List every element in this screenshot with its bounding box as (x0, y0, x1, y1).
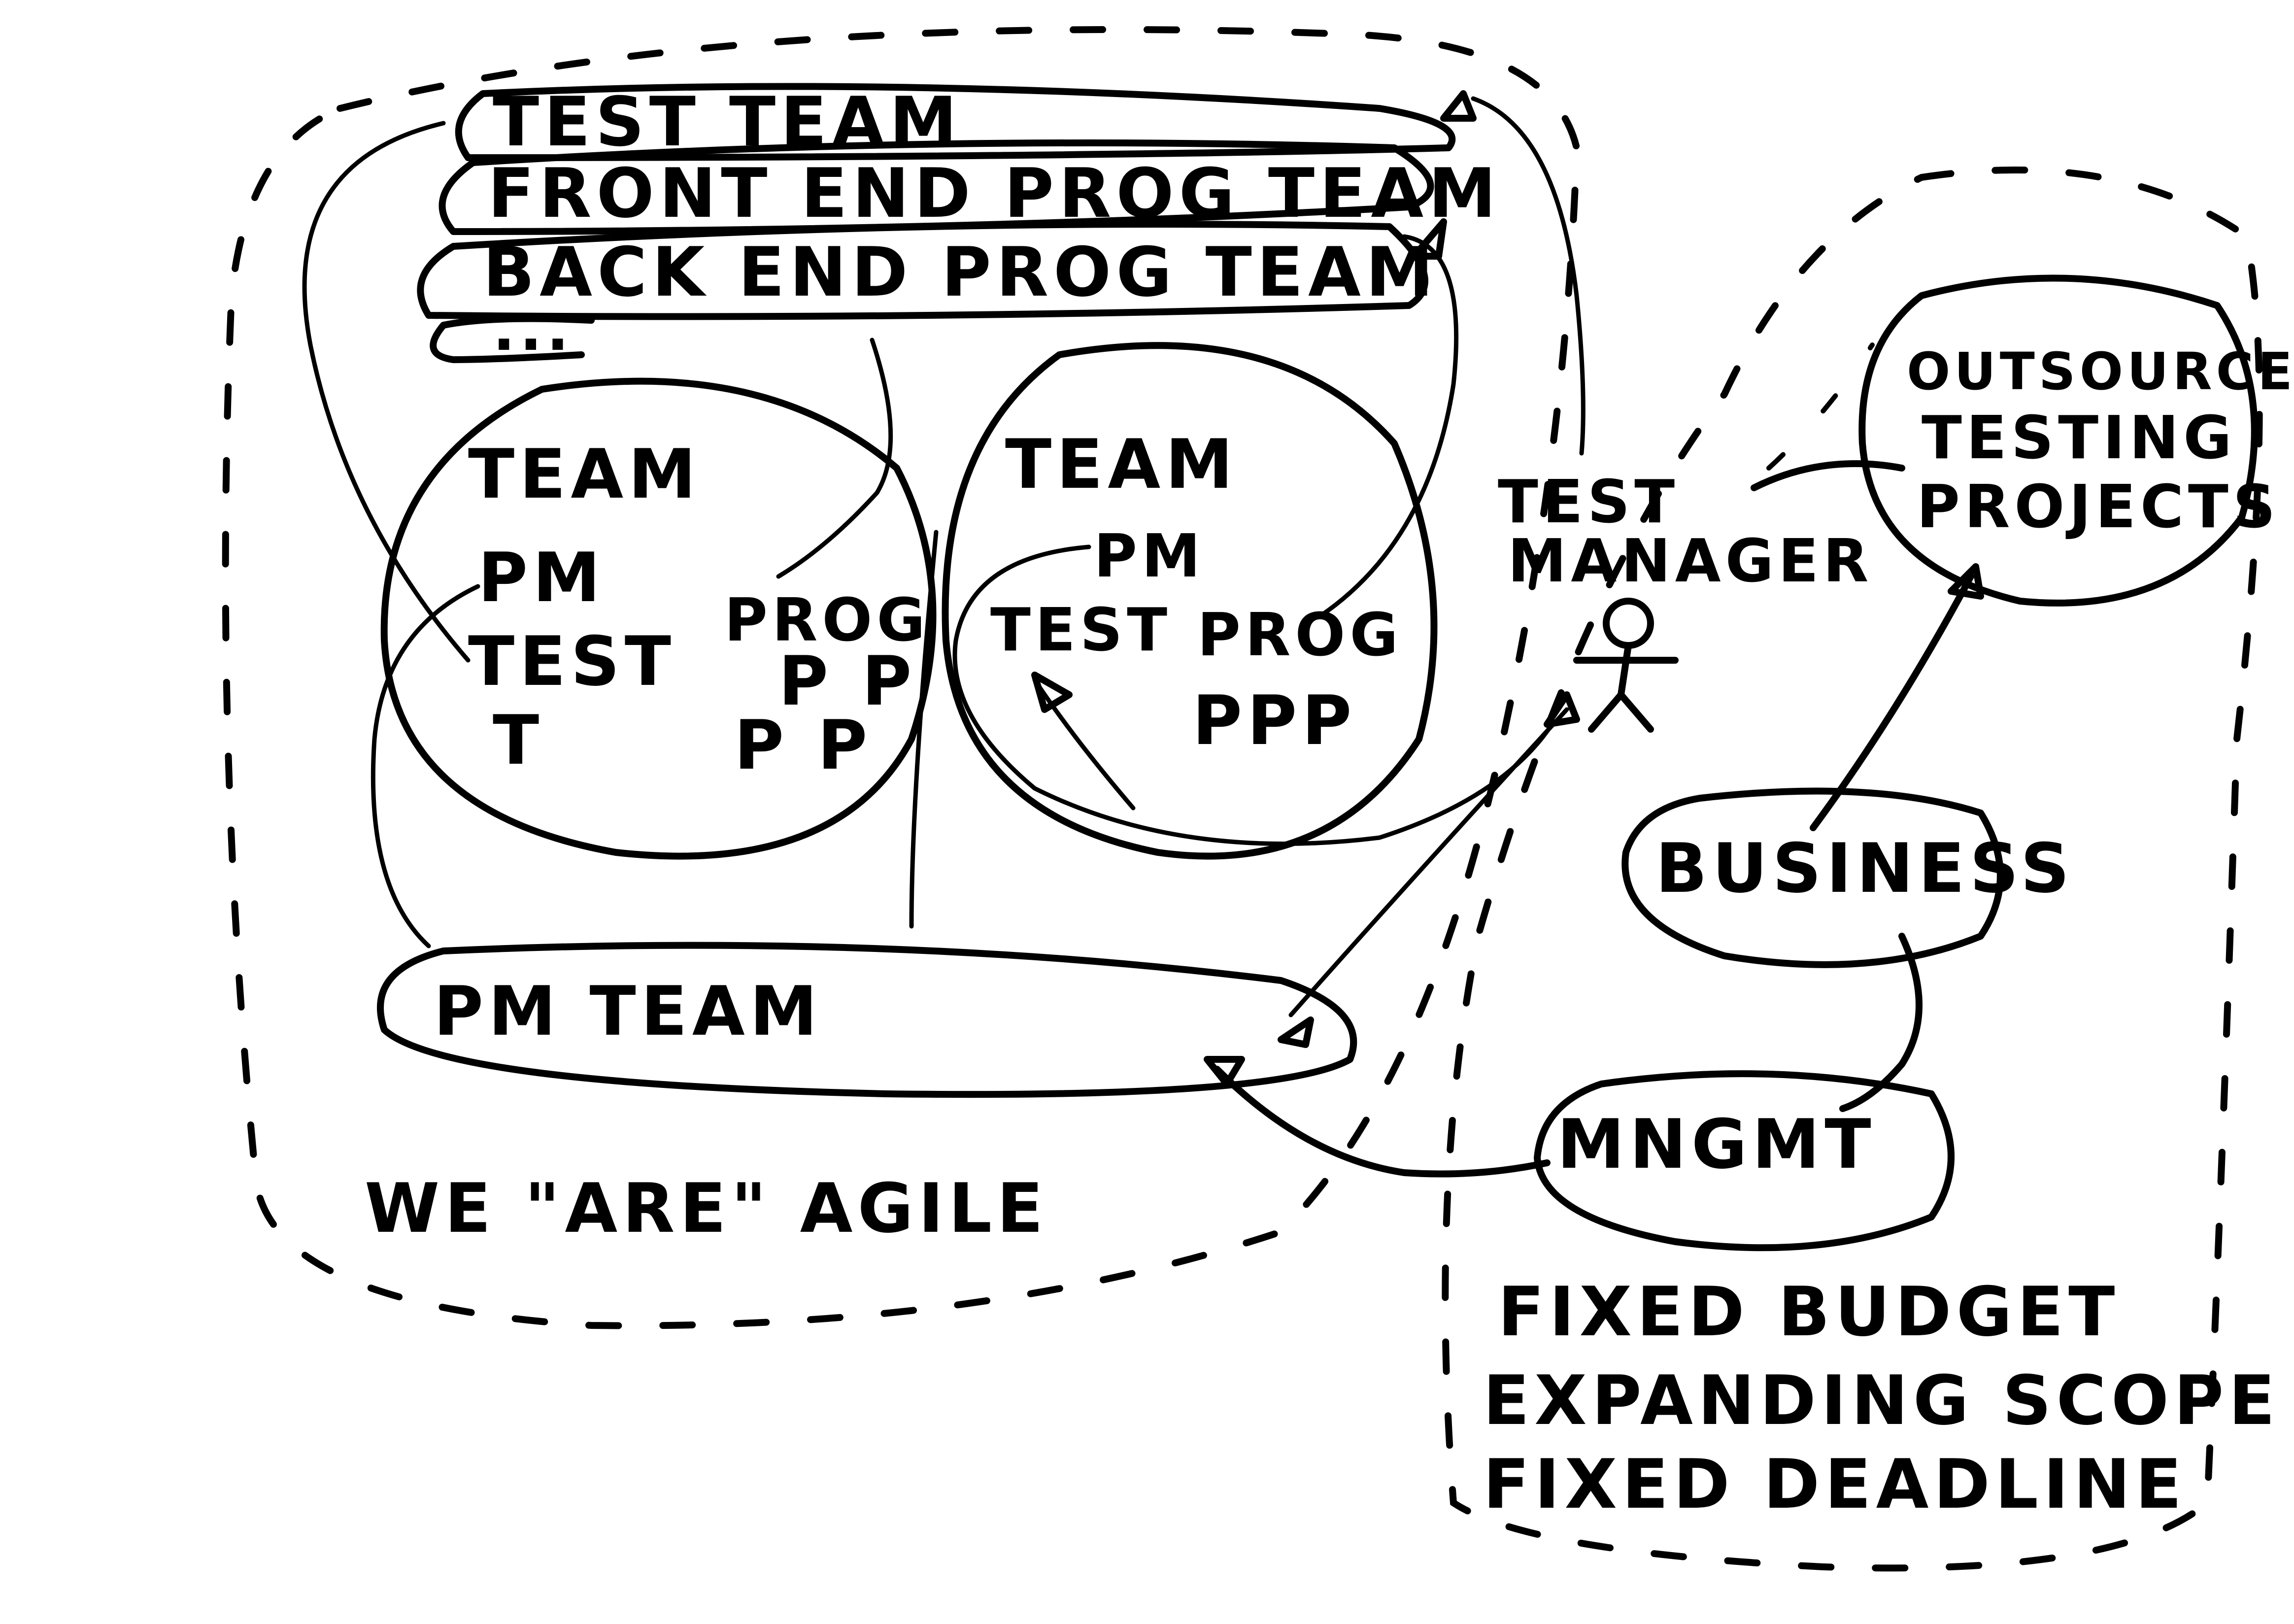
test-manager-line1: TEST (1498, 468, 1679, 537)
front-end-team-pill (439, 139, 1434, 235)
arrowhead-pmteam-mngmt (1204, 1056, 1245, 1087)
dotted-guide (1766, 342, 1875, 471)
team-left-circle (380, 377, 937, 860)
mngmt-label: MNGMT (1557, 1105, 1876, 1184)
team-left-prog: PROG (724, 586, 930, 655)
team-left-pp2: P P (734, 706, 872, 785)
link-pmteam-to-test-manager (1288, 707, 1569, 1017)
pm-team-label: PM TEAM (434, 972, 822, 1051)
more-teams-pill (430, 315, 595, 363)
link-outsourced-to-business (1810, 573, 1974, 831)
arrowhead-right-test (1031, 672, 1073, 713)
team-left-title: TEAM (468, 435, 701, 514)
team-left-test: TEST (468, 622, 676, 701)
arrowhead-test-manager (1544, 691, 1580, 728)
link-left-pm-to-pmteam (371, 584, 480, 948)
test-manager-stick-figure-icon (1573, 598, 1679, 733)
link-pmteam-to-mngmt (1214, 1066, 1551, 1178)
team-right-pm: PM (1094, 522, 1205, 591)
constraint-fixed-budget: FIXED BUDGET (1498, 1272, 2120, 1352)
link-test-team-to-left-test (302, 121, 471, 663)
team-left-pp1: P P (778, 642, 916, 721)
test-team-label: TEST TEAM (493, 82, 962, 162)
back-end-team-label: BACK END PROG TEAM (483, 233, 1438, 312)
team-right-test: TEST (990, 596, 1172, 665)
outsourced-circle (1858, 274, 2258, 607)
outsourced-line1: OUTSOURCED (1907, 341, 2294, 402)
business-circle (1621, 787, 2004, 968)
outsourced-line2: TESTING (1922, 404, 2236, 473)
pm-team-pill (377, 942, 1357, 1098)
team-left-pm: PM (478, 538, 605, 617)
team-right-prog: PROG (1197, 601, 1403, 670)
arrowhead-back-end (1411, 218, 1447, 260)
outsourced-line3: PROJECTS (1917, 473, 2280, 541)
more-teams-label: ... (493, 296, 574, 364)
link-test-manager-to-test-team (1471, 96, 1586, 456)
team-right-title: TEAM (1005, 425, 1238, 504)
team-left-t: T (493, 701, 544, 780)
link-right-to-pmteam (909, 530, 939, 929)
team-right-ppp: PPP (1192, 681, 1356, 760)
arrowhead-outsourced (1948, 563, 1984, 600)
constraint-fixed-deadline: FIXED DEADLINE (1483, 1445, 2187, 1524)
link-test-manager-to-outsourced (1751, 460, 1905, 491)
arrowhead-test-team (1440, 90, 1477, 122)
arrowhead-pmteam (1278, 1016, 1314, 1048)
constraint-expanding-scope: EXPANDING SCOPE (1483, 1361, 2280, 1440)
business-boundary (1442, 167, 2263, 1572)
front-end-team-label: FRONT END PROG TEAM (488, 154, 1501, 233)
link-back-end-to-left-prog (776, 338, 893, 579)
link-right-pm-test (952, 544, 1554, 846)
test-manager-line2: MANAGER (1508, 527, 1873, 596)
business-label: BUSINESS (1655, 829, 2074, 908)
link-business-to-mngmt (1839, 933, 1923, 1112)
arrow-to-right-test (1032, 677, 1136, 811)
team-right-circle (942, 342, 1438, 860)
agile-caption: WE "ARE" AGILE (365, 1169, 1048, 1248)
agile-boundary (222, 26, 1581, 1329)
